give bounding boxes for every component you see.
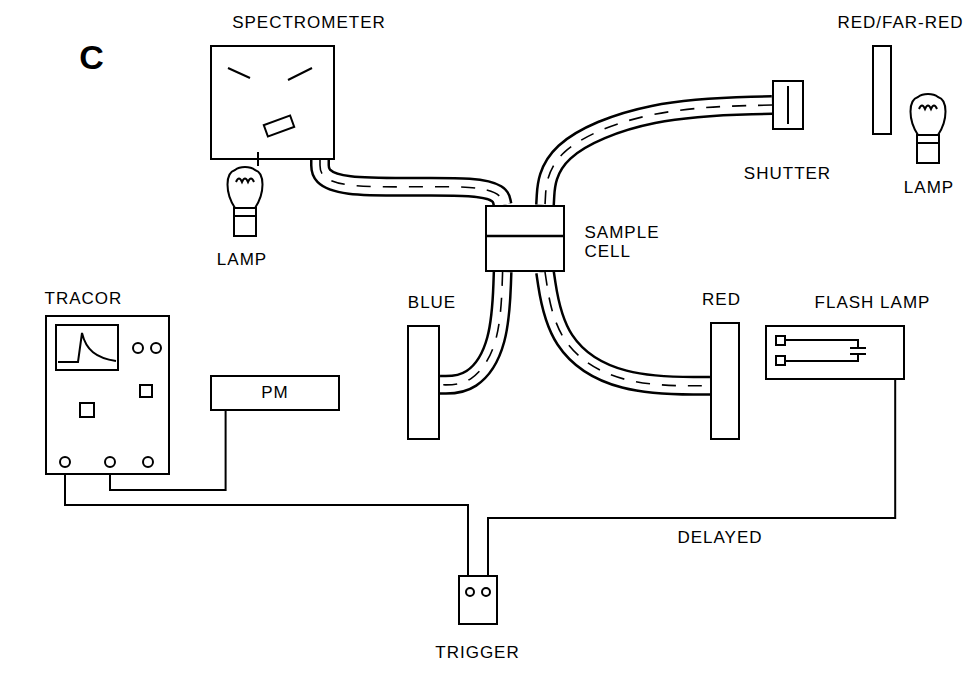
lamp-symbol xyxy=(228,167,263,236)
fiber-core xyxy=(440,272,503,385)
lamp-base-line xyxy=(917,142,939,144)
input-jack xyxy=(60,457,70,467)
input-jack xyxy=(143,457,153,467)
component-label: SPECTROMETER xyxy=(232,13,386,33)
filter: BLUE xyxy=(407,325,440,440)
fiber-bundle xyxy=(440,272,503,385)
switch xyxy=(80,403,94,417)
fiber-core xyxy=(320,160,503,205)
lamp-base xyxy=(234,208,256,236)
fiber-bundle xyxy=(545,105,772,205)
wire-path xyxy=(110,411,226,490)
tracor-controls xyxy=(56,325,161,467)
fiber-outline xyxy=(545,105,772,205)
lamp-base xyxy=(917,135,939,163)
grating xyxy=(264,116,294,137)
component-label: SHUTTER xyxy=(744,164,831,184)
trigger-buttons xyxy=(466,588,490,596)
button xyxy=(482,588,490,596)
filter: RED/FAR-RED xyxy=(872,45,892,135)
fiber-core xyxy=(545,105,772,205)
knob xyxy=(133,343,143,353)
sample-cell: SAMPLE CELL xyxy=(485,205,565,272)
photomultiplier-box: PM xyxy=(210,375,340,411)
wire-path xyxy=(488,380,895,575)
lamp-base-line xyxy=(234,215,256,217)
cell-divider xyxy=(485,235,565,238)
component-label: SAMPLE CELL xyxy=(585,223,660,262)
panel-letter: C xyxy=(79,38,105,77)
signal-wire xyxy=(110,411,226,490)
mirror xyxy=(228,68,250,78)
lamp-bulb xyxy=(228,167,263,208)
wire-label: DELAYED xyxy=(674,528,765,548)
component-label: BLUE xyxy=(408,293,456,313)
flash-lamp-box: FLASH LAMP xyxy=(765,325,905,380)
component-label: PM xyxy=(261,383,289,403)
fiber-core xyxy=(545,272,710,386)
input-jack xyxy=(105,457,115,467)
lamp-filament xyxy=(236,179,254,183)
fiber-outline xyxy=(320,160,503,205)
fiber-strands xyxy=(440,272,503,385)
component-label: TRACOR xyxy=(45,289,123,309)
fiber-bundle xyxy=(320,160,503,205)
shutter-blade xyxy=(787,86,789,124)
fiber-outline xyxy=(440,272,503,385)
fiber-strands xyxy=(545,272,710,386)
capacitor-plate xyxy=(850,347,866,349)
tracor-analyzer: TRACOR xyxy=(45,315,170,475)
terminal xyxy=(776,356,785,365)
component-label: TRIGGER xyxy=(435,643,519,663)
scope-screen xyxy=(56,325,118,370)
button xyxy=(466,588,474,596)
switch xyxy=(140,385,152,397)
spectrometer-optics xyxy=(228,68,312,166)
fiber-strands xyxy=(545,105,772,205)
lamp-filament xyxy=(919,106,937,110)
component-label: RED xyxy=(702,290,741,310)
fiber-strands xyxy=(320,160,503,205)
spectrometer-box: SPECTROMETER xyxy=(210,45,335,160)
component-label: RED/FAR-RED xyxy=(837,13,963,33)
trigger-box: TRIGGER xyxy=(458,575,498,625)
signal-wire xyxy=(488,380,895,575)
lamp-label: LAMP xyxy=(904,178,954,198)
signal-wire xyxy=(65,475,468,575)
filter: RED xyxy=(710,322,740,440)
component-label: FLASH LAMP xyxy=(815,293,931,313)
knob xyxy=(151,343,161,353)
shutter-box: SHUTTER xyxy=(772,80,804,130)
lamp-label: LAMP xyxy=(217,250,267,270)
wire-path xyxy=(65,475,468,575)
lamp-bulb xyxy=(911,94,946,135)
circuit-wire xyxy=(785,354,858,361)
scope-trace xyxy=(58,333,116,362)
circuit-wire xyxy=(785,340,858,348)
lamp-symbol xyxy=(911,94,946,163)
fiber-outline xyxy=(545,272,710,386)
terminal xyxy=(776,336,785,345)
fiber-bundle xyxy=(545,272,710,386)
flash-circuit xyxy=(776,336,866,365)
mirror xyxy=(288,68,312,80)
